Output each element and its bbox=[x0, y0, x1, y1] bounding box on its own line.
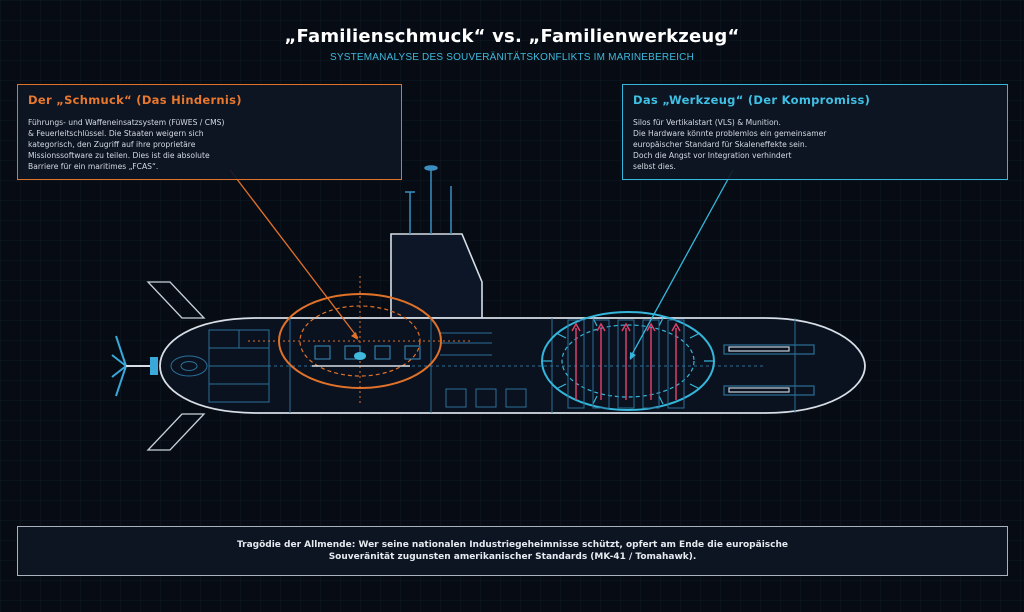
werkzeug-description: Silos für Vertikalstart (VLS) & Munition… bbox=[633, 118, 827, 171]
missile-arrow-head-icon bbox=[646, 322, 656, 332]
schmuck-obstacle-box: Der „Schmuck“ (Das Hindernis) Führungs- … bbox=[17, 84, 402, 180]
missile-arrow-head-icon bbox=[621, 322, 631, 332]
right-callout-line bbox=[629, 169, 734, 360]
werkzeug-compromise-box: Das „Werkzeug“ (Der Kompromiss) Silos fü… bbox=[622, 84, 1008, 180]
missile-arrow-head-icon bbox=[571, 322, 581, 332]
schmuck-heading: Der „Schmuck“ (Das Hindernis) bbox=[28, 93, 242, 107]
vls-silo-tube bbox=[592, 319, 610, 409]
conclusion-text: Tragödie der Allmende: Wer seine nationa… bbox=[236, 540, 788, 562]
page-subtitle: SYSTEMANALYSE DES SOUVERÄNITÄTSKONFLIKTS… bbox=[329, 52, 695, 63]
hull-internal-structure bbox=[170, 318, 796, 413]
propeller-icon bbox=[111, 335, 158, 397]
missile-arrow-head-icon bbox=[596, 322, 606, 332]
upper-tail-fin bbox=[146, 281, 206, 319]
vls-silo-tube bbox=[567, 319, 585, 409]
werkzeug-heading: Das „Werkzeug“ (Der Kompromiss) bbox=[633, 93, 871, 107]
vls-silo-tube bbox=[667, 319, 685, 409]
missile-arrow-head-icon bbox=[671, 322, 681, 332]
periscope-masts bbox=[405, 165, 452, 234]
torpedo-tubes bbox=[723, 344, 815, 396]
left-callout-line bbox=[229, 169, 359, 340]
conclusion-footer: Tragödie der Allmende: Wer seine nationa… bbox=[17, 526, 1008, 576]
vls-silo-tube bbox=[617, 319, 635, 409]
vls-missile-silos bbox=[567, 319, 685, 409]
page-title: „Familienschmuck“ vs. „Familienwerkzeug“ bbox=[284, 26, 740, 47]
vls-silo-zone bbox=[541, 311, 715, 411]
cms-fire-control-zone bbox=[248, 276, 472, 405]
sail-tower bbox=[390, 233, 483, 319]
submarine-hull bbox=[159, 317, 866, 414]
lower-tail-fin bbox=[146, 413, 206, 451]
schmuck-description: Führungs- und Waffeneinsatzsystem (FüWES… bbox=[28, 118, 225, 171]
